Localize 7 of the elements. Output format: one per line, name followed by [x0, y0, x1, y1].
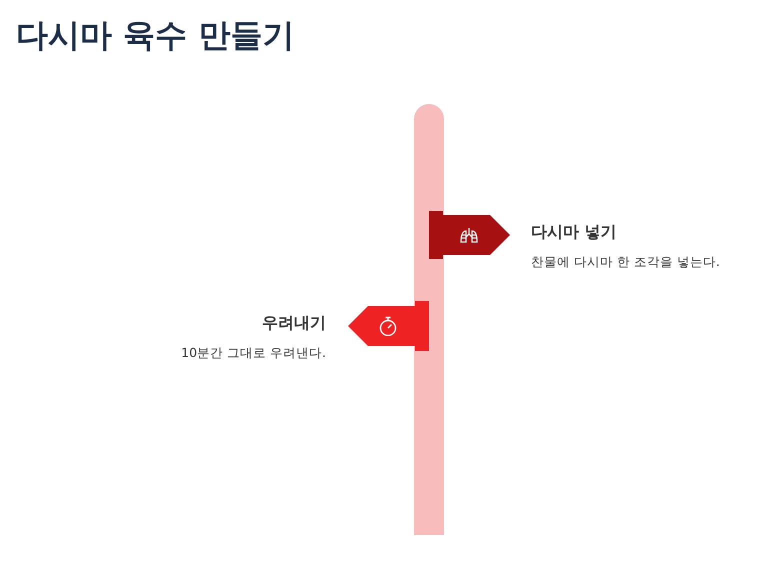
block-arrow	[429, 211, 511, 261]
step-description: 10분간 그대로 우려낸다.	[181, 345, 326, 362]
step-description: 찬물에 다시마 한 조각을 넣는다.	[531, 254, 720, 271]
block-arrow	[348, 301, 430, 351]
step-heading: 다시마 넣기	[531, 222, 617, 243]
step-heading: 우려내기	[262, 313, 326, 334]
page-title: 다시마 육수 만들기	[16, 15, 294, 56]
